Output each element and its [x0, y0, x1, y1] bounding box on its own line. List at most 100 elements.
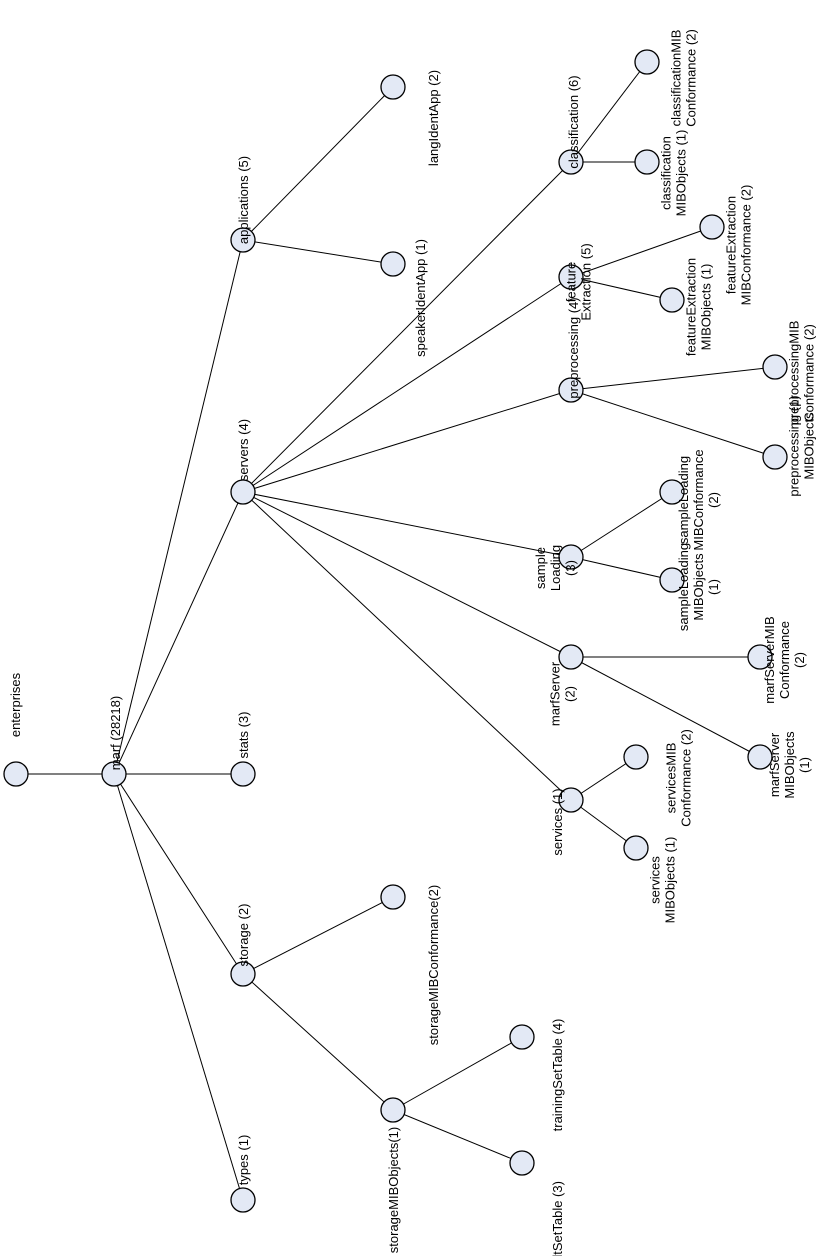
- node-circle-langIdentApp: [380, 74, 406, 100]
- node-servicesMIBConformance: [623, 744, 649, 770]
- edge-storageMIBObjects-to-resultSetTable: [392, 1109, 523, 1164]
- node-circle-sampleLoading: [558, 544, 584, 570]
- node-label-line: services: [648, 856, 663, 904]
- node-circle-resultSetTable: [509, 1150, 535, 1176]
- edge-marf-to-applications: [113, 239, 244, 775]
- node-langIdentApp: [380, 74, 406, 100]
- node-circle-storageMIBObjects: [380, 1097, 406, 1123]
- node-label-line: enterprises: [8, 672, 23, 737]
- node-label-line: classification (6): [566, 75, 581, 168]
- node-resultSetTable: [509, 1150, 535, 1176]
- node-circle-servicesMIBObjects: [623, 835, 649, 861]
- node-label-line: Loading: [548, 545, 563, 591]
- node-circle-preprocessingMIBObjects: [762, 444, 788, 470]
- tree-edges: [16, 61, 776, 1201]
- node-label-sampleLoadingMIBConformance: sampleLoadingMIBConformance(2): [676, 449, 721, 550]
- edge-marf-to-servers: [113, 491, 244, 775]
- node-circle-servicesMIBConformance: [623, 744, 649, 770]
- edge-applications-to-langIdentApp: [242, 86, 394, 241]
- node-marfServerMIBObjects: [747, 744, 773, 770]
- node-circle-applications: [230, 227, 256, 253]
- node-label-line: MIBObjects (1): [699, 264, 714, 351]
- edge-servers-to-featureExtraction: [242, 276, 572, 493]
- node-label-marfServerMIBConformance: marfServerMIBConformance(2): [762, 616, 807, 703]
- node-circle-featureExtractionMIBObjects: [659, 287, 685, 313]
- node-label-preprocessing: preprocessing (4): [566, 297, 581, 398]
- node-storageMIBConformance: [380, 884, 406, 910]
- node-label-line: classification: [659, 136, 674, 210]
- node-circle-preprocessing: [558, 377, 584, 403]
- node-label-line: servicesMIB: [664, 743, 679, 814]
- node-label-line: MIBObjects (1): [663, 837, 678, 924]
- node-enterprises: [3, 761, 29, 787]
- node-label-services: services (1): [550, 788, 565, 855]
- node-label-line: MIBConformance (2): [739, 185, 754, 306]
- node-label-line: MIBConformance: [691, 449, 706, 550]
- node-circle-servers: [230, 479, 256, 505]
- edge-applications-to-speakerIdentApp: [242, 239, 394, 265]
- node-label-line: services (1): [550, 788, 565, 855]
- node-label-servicesMIBConformance: servicesMIBConformance (2): [664, 729, 694, 827]
- node-sampleLoading: [558, 544, 584, 570]
- node-label-featureExtraction: featureExtraction (5): [564, 243, 594, 320]
- edge-storage-to-storageMIBConformance: [242, 896, 394, 975]
- node-label-line: preprocessingMIB: [787, 321, 802, 426]
- edge-servers-to-preprocessing: [242, 389, 572, 493]
- node-featureExtractionMIBObjects: [659, 287, 685, 313]
- edge-featureExtraction-to-featureExtractionMIBObjects: [570, 276, 673, 301]
- node-label-line: feature: [564, 262, 579, 302]
- node-applications: [230, 227, 256, 253]
- node-label-langIdentApp: langIdentApp (2): [426, 70, 441, 166]
- node-label-storage: storage (2): [236, 904, 251, 967]
- node-label-line: marf (28218): [108, 696, 123, 770]
- edge-preprocessing-to-preprocessingMIBObjects: [570, 389, 776, 458]
- node-label-line: Conformance (2): [684, 29, 699, 127]
- node-label-resultSetTable: resultSetTable (3): [550, 1181, 565, 1256]
- node-label-line: sampleLoading: [676, 543, 691, 631]
- node-label-marfServerMIBObjects: marfServerMIBObjects(1): [767, 731, 812, 799]
- tree-nodes: [3, 49, 788, 1213]
- node-label-line: storageMIBConformance(2): [426, 885, 441, 1045]
- node-label-line: trainingSetTable (4): [550, 1019, 565, 1132]
- edge-services-to-servicesMIBConformance: [570, 756, 637, 801]
- node-label-enterprises: enterprises: [8, 672, 23, 737]
- edge-servers-to-sampleLoading: [242, 491, 572, 558]
- node-label-sampleLoadingMIBObjects: sampleLoadingMIBObjects(1): [676, 543, 721, 631]
- node-label-featureExtractionMIBConformance: featureExtractionMIBConformance (2): [724, 185, 754, 306]
- node-circle-sampleLoadingMIBConformance: [659, 479, 685, 505]
- node-label-line: featureExtraction: [724, 196, 739, 294]
- node-label-stats: stats (3): [236, 712, 251, 759]
- node-storageMIBObjects: [380, 1097, 406, 1123]
- node-label-line: Extraction (5): [579, 243, 594, 320]
- node-label-line: Conformance: [777, 621, 792, 699]
- node-classificationMIBObjects: [634, 149, 660, 175]
- node-label-line: storageMIBObjects(1): [386, 1127, 401, 1253]
- node-preprocessing: [558, 377, 584, 403]
- edge-sampleLoading-to-sampleLoadingMIBObjects: [570, 556, 673, 581]
- node-label-line: (2): [706, 492, 721, 508]
- node-trainingSetTable: [509, 1024, 535, 1050]
- node-stats: [230, 761, 256, 787]
- node-label-preprocessingMIBObjects: preprocessing (1)MIBObjects: [787, 395, 817, 496]
- node-label-classification: classification (6): [566, 75, 581, 168]
- edge-marf-to-types: [113, 773, 244, 1201]
- node-servicesMIBObjects: [623, 835, 649, 861]
- node-circle-marfServerMIBObjects: [747, 744, 773, 770]
- node-label-marf: marf (28218): [108, 696, 123, 770]
- node-circle-classification: [558, 149, 584, 175]
- node-preprocessingMIBConformance: [762, 354, 788, 380]
- node-label-marfServer: marfServer(2): [548, 661, 578, 726]
- edge-marf-to-storage: [113, 773, 244, 975]
- edge-services-to-servicesMIBObjects: [570, 799, 637, 849]
- node-circle-storageMIBConformance: [380, 884, 406, 910]
- edge-classification-to-classificationMIBConformance: [570, 61, 648, 163]
- node-marfServerMIBConformance: [747, 644, 773, 670]
- node-sampleLoadingMIBConformance: [659, 479, 685, 505]
- node-label-line: marfServerMIB: [762, 616, 777, 703]
- node-circle-classificationMIBConformance: [634, 49, 660, 75]
- edge-preprocessing-to-preprocessingMIBConformance: [570, 366, 776, 391]
- node-label-line: (1): [706, 579, 721, 595]
- node-classification: [558, 149, 584, 175]
